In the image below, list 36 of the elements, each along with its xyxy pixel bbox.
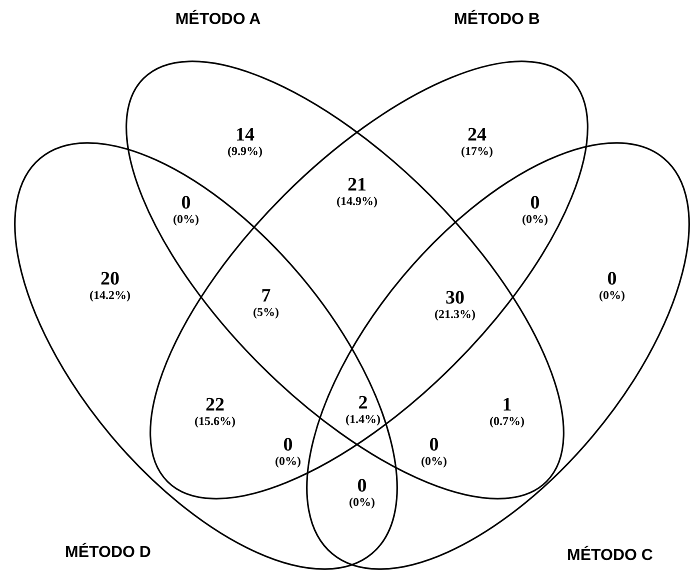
region-count: 21 xyxy=(348,176,366,194)
region-count: 0 xyxy=(429,436,439,454)
set-label: MÉTODO A xyxy=(175,8,261,30)
region-count: 0 xyxy=(283,436,293,454)
region-count: 0 xyxy=(181,194,191,212)
set-label: MÉTODO D xyxy=(65,542,151,563)
set-label: MÉTODO C xyxy=(567,544,653,566)
region-percentage: (0.7%) xyxy=(490,415,524,427)
region-count: 20 xyxy=(100,270,120,288)
region-count: 1 xyxy=(502,396,512,414)
region-percentage: (9.9%) xyxy=(228,145,262,157)
region-count: 0 xyxy=(357,476,367,496)
region-count: 0 xyxy=(607,270,617,288)
region-count: 30 xyxy=(446,288,464,308)
region-percentage: (21.3%) xyxy=(434,308,476,320)
region-percentage: (17%) xyxy=(461,145,493,157)
region-count: 24 xyxy=(468,126,486,144)
region-percentage: (0%) xyxy=(349,496,375,508)
region-count: 2 xyxy=(358,394,368,412)
region-count: 22 xyxy=(206,396,224,414)
region-percentage: (5%) xyxy=(253,306,279,318)
region-percentage: (0%) xyxy=(522,213,548,225)
set-ellipse xyxy=(306,142,690,570)
region-percentage: (0%) xyxy=(421,455,447,467)
region-percentage: (14.2%) xyxy=(90,289,130,301)
region-percentage: (14.9%) xyxy=(336,195,378,207)
region-percentage: (15.6%) xyxy=(194,415,236,427)
region-percentage: (1.4%) xyxy=(346,413,380,425)
region-percentage: (0%) xyxy=(275,455,301,467)
region-count: 7 xyxy=(261,286,271,306)
region-percentage: (0%) xyxy=(599,289,625,301)
set-label: MÉTODO B xyxy=(454,8,540,30)
region-count: 0 xyxy=(530,194,540,212)
region-percentage: (0%) xyxy=(173,213,199,225)
set-ellipse xyxy=(14,142,398,570)
region-count: 14 xyxy=(236,126,254,144)
